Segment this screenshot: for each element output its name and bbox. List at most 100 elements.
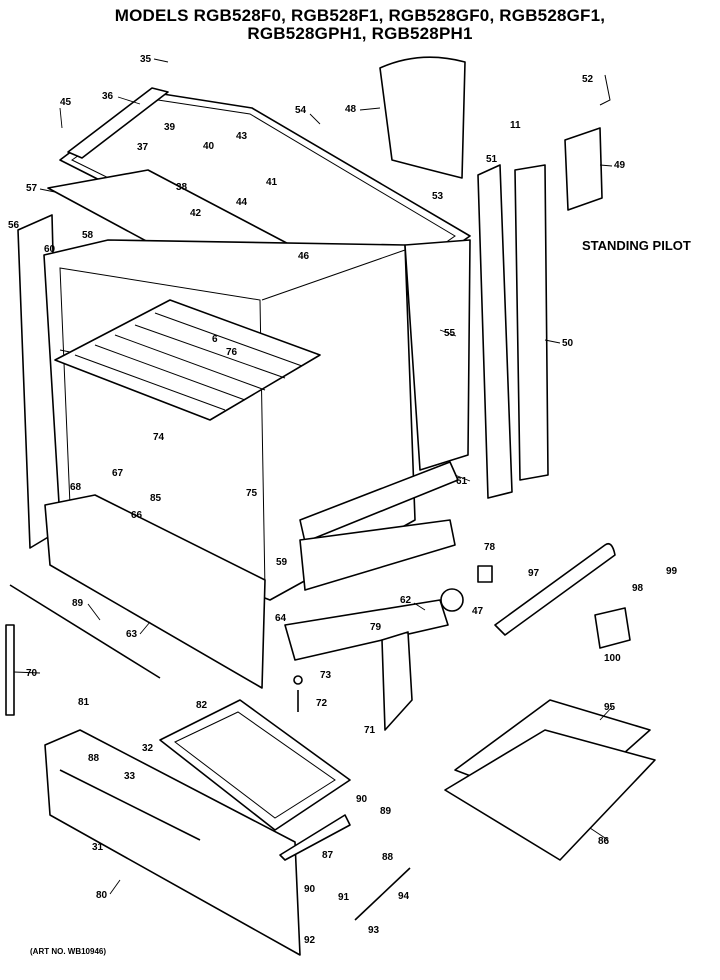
broiler-pan-96 xyxy=(444,729,656,861)
callout-62: 62 xyxy=(400,595,412,606)
callout-56: 56 xyxy=(8,220,20,231)
callout-87: 87 xyxy=(322,850,334,861)
callout-78: 78 xyxy=(484,542,496,553)
callout-39: 39 xyxy=(164,122,176,133)
callout-75: 75 xyxy=(246,488,258,499)
callout-88-right: 88 xyxy=(382,852,394,863)
callout-60: 60 xyxy=(44,244,56,255)
lamp-bulb-47 xyxy=(440,588,464,612)
valve-100 xyxy=(594,607,631,649)
art-number: (ART NO. WB10946) xyxy=(30,947,107,956)
callout-50: 50 xyxy=(562,338,574,349)
callout-6: 6 xyxy=(212,334,218,345)
channel-50 xyxy=(514,164,549,481)
callout-48: 48 xyxy=(345,104,357,115)
callout-81: 81 xyxy=(78,697,90,708)
shield-48 xyxy=(379,56,466,179)
callout-labels: 35 52 36 45 54 48 11 39 37 43 40 41 38 5… xyxy=(8,54,678,946)
callout-63: 63 xyxy=(126,629,138,640)
callout-61: 61 xyxy=(456,476,468,487)
callout-90-lower: 90 xyxy=(304,884,316,895)
standing-pilot-note: STANDING PILOT xyxy=(582,238,691,253)
right-side-panel-55 xyxy=(404,239,471,471)
callout-89: 89 xyxy=(72,598,84,609)
callout-67: 67 xyxy=(112,468,124,479)
spring-94 xyxy=(354,867,411,921)
callout-95: 95 xyxy=(604,702,616,713)
callout-74: 74 xyxy=(153,432,165,443)
callout-79: 79 xyxy=(370,622,382,633)
drawer-rail-87 xyxy=(279,814,351,861)
drawer-82 xyxy=(159,699,351,831)
callout-93: 93 xyxy=(368,925,380,936)
callout-92: 92 xyxy=(304,935,316,946)
callout-58: 58 xyxy=(82,230,94,241)
callout-47: 47 xyxy=(472,606,484,617)
callout-98: 98 xyxy=(632,583,644,594)
callout-85: 85 xyxy=(150,493,162,504)
bracket-79 xyxy=(381,631,413,731)
callout-40: 40 xyxy=(203,141,215,152)
drawer-front-80 xyxy=(44,729,301,956)
washer-73 xyxy=(293,675,303,685)
callout-68: 68 xyxy=(70,482,82,493)
callout-51: 51 xyxy=(486,154,498,165)
socket-76 xyxy=(477,565,493,583)
callout-82: 82 xyxy=(196,700,208,711)
callout-38: 38 xyxy=(176,182,188,193)
callout-86: 86 xyxy=(598,836,610,847)
callout-70: 70 xyxy=(26,668,38,679)
callout-100: 100 xyxy=(604,653,621,664)
callout-88-left: 88 xyxy=(88,753,100,764)
callout-99: 99 xyxy=(666,566,678,577)
callout-41: 41 xyxy=(266,177,278,188)
panel-61 xyxy=(299,461,459,543)
rail-62 xyxy=(284,599,449,661)
callout-44: 44 xyxy=(236,197,248,208)
callout-53: 53 xyxy=(432,191,444,202)
callout-97: 97 xyxy=(528,568,540,579)
oven-rack-74 xyxy=(54,299,321,421)
callout-76: 76 xyxy=(226,347,238,358)
callout-80: 80 xyxy=(96,890,108,901)
callout-91: 91 xyxy=(338,892,350,903)
callout-46: 46 xyxy=(298,251,310,262)
callout-52: 52 xyxy=(582,74,594,85)
callout-72: 72 xyxy=(316,698,328,709)
callout-11: 11 xyxy=(510,120,521,131)
callout-57: 57 xyxy=(26,183,38,194)
trim-89 xyxy=(9,584,161,679)
callout-59: 59 xyxy=(276,557,288,568)
models-title-line-2: RGB528GPH1, RGB528PH1 xyxy=(247,24,473,43)
channel-51 xyxy=(477,164,513,499)
callout-71: 71 xyxy=(364,725,376,736)
callout-49: 49 xyxy=(614,160,626,171)
bracket-49 xyxy=(564,127,603,211)
callout-37: 37 xyxy=(137,142,149,153)
callout-45: 45 xyxy=(60,97,72,108)
callout-35: 35 xyxy=(140,54,152,65)
frame-36 xyxy=(67,87,169,159)
leader-lines xyxy=(13,58,613,895)
callout-31: 31 xyxy=(92,842,104,853)
callout-32: 32 xyxy=(142,743,154,754)
trim-70 xyxy=(5,624,15,716)
callout-64: 64 xyxy=(275,613,287,624)
callout-66: 66 xyxy=(131,510,143,521)
cord-52 xyxy=(599,74,611,106)
callout-43: 43 xyxy=(236,131,248,142)
burner-tube-97 xyxy=(494,542,616,636)
callout-73: 73 xyxy=(320,670,332,681)
callout-90-upper: 90 xyxy=(356,794,368,805)
models-title-line-1: MODELS RGB528F0, RGB528F1, RGB528GF0, RG… xyxy=(114,6,606,25)
callout-54: 54 xyxy=(295,105,307,116)
callout-89-lower: 89 xyxy=(380,806,392,817)
door-panel-63 xyxy=(44,494,266,689)
handle-31 xyxy=(59,769,201,841)
callout-42: 42 xyxy=(190,208,202,219)
panel-59 xyxy=(299,519,456,591)
callout-33: 33 xyxy=(124,771,136,782)
callout-36: 36 xyxy=(102,91,114,102)
